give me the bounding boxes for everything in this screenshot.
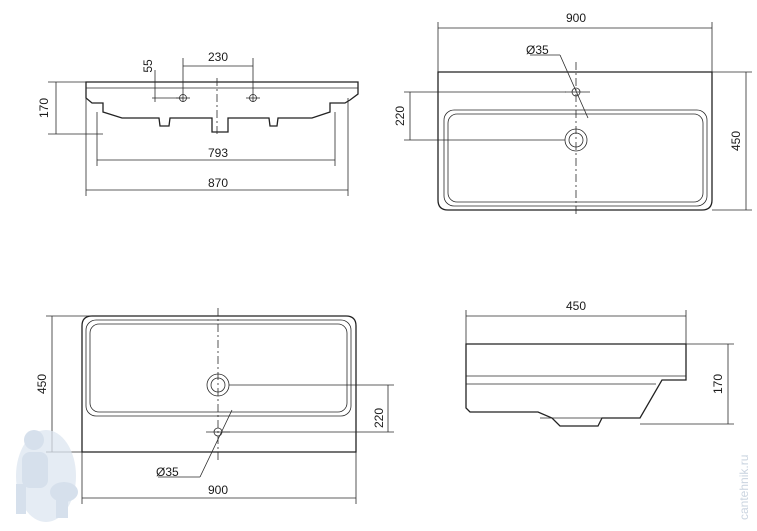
dim-870-label: 870 [208,176,228,190]
dim-900-label: 900 [566,11,586,25]
plan-view: 450 220 Ø35 900 [35,308,394,504]
basin-top-outline [437,71,713,211]
dim-220-label: 220 [393,106,407,126]
watermark: cantehnik.ru [16,430,751,522]
side-view: 450 170 [465,299,734,427]
dim-dia35-label: Ø35 [156,465,179,479]
dim-900-label: 900 [208,483,228,497]
top-view: 900 Ø35 220 450 [393,11,752,216]
basin-front-profile [85,81,359,133]
bowl-outline [443,109,708,207]
dim-793-label: 793 [208,146,228,160]
dim-220-label: 220 [372,408,386,428]
drain-inner [568,132,584,148]
dim-dia35-label: Ø35 [526,43,549,57]
dim-170-label: 170 [37,98,51,118]
dim-170-label: 170 [711,374,725,394]
front-view: 230 55 170 793 870 [37,50,359,196]
dim-55-label: 55 [141,59,155,73]
drain-inner [210,377,226,393]
dim-230-label: 230 [208,50,228,64]
watermark-text: cantehnik.ru [737,455,751,520]
basin-side-profile [465,343,687,427]
plumber-logo-icon [16,430,78,522]
bowl-outline [85,319,352,417]
dim-450-label: 450 [35,374,49,394]
dim-450-label: 450 [566,299,586,313]
dim-450-label: 450 [729,131,743,151]
